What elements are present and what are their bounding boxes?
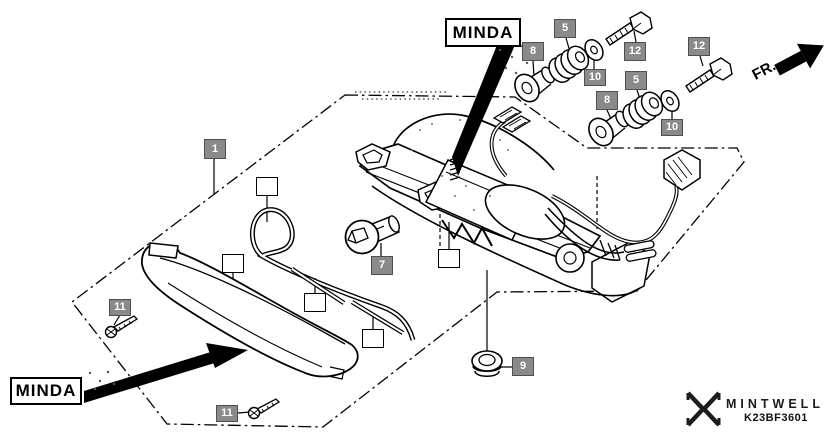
minda-arrow-bottom [84,343,248,403]
callout-11-screw-b[interactable]: 11 [216,405,238,422]
callout-8-collar-a[interactable]: 8 [522,42,544,61]
brand-name: MINTWELL [726,397,824,411]
unlabeled-callout-strip-b[interactable] [362,329,384,348]
callout-12-bolt-b[interactable]: 12 [688,37,710,56]
taillight-body-drawing [355,106,701,303]
sparkle-dots-bottom [88,370,116,391]
unlabeled-callout-lens-edge[interactable] [222,254,244,273]
screw-lower-drawing [247,398,281,420]
callout-7-bulb[interactable]: 7 [371,256,393,275]
callout-8-collar-b[interactable]: 8 [596,91,618,110]
callout-10-washer-b[interactable]: 10 [661,119,683,136]
fr-arrow-icon [774,43,824,76]
taillight-lens-drawing [140,242,359,380]
mounting-cushion-drawing [471,350,503,377]
mintwell-logo-icon [686,391,721,427]
fastener-set-a-drawing [514,11,653,103]
unlabeled-callout-body[interactable] [438,249,460,268]
callout-10-washer-a[interactable]: 10 [584,69,606,86]
sparkle-dots-top [498,44,529,75]
screw-upper-drawing [104,315,139,339]
speckle-row [355,91,448,100]
minda-label-bottom: MINDA [10,377,82,405]
figure-code: K23BF3601 [744,412,808,424]
unlabeled-callout-seal-loop[interactable] [256,177,278,196]
callout-1-assembly[interactable]: 1 [204,139,226,159]
minda-arrow-top [452,44,529,176]
callout-11-screw-a[interactable]: 11 [109,299,131,316]
callout-12-bolt-a[interactable]: 12 [624,42,646,61]
callout-5-grommet-a[interactable]: 5 [554,19,576,38]
minda-label-top: MINDA [445,18,521,47]
fastener-set-b-drawing [588,57,733,147]
callout-9-cushion[interactable]: 9 [512,357,534,376]
unlabeled-callout-strip-a[interactable] [304,293,326,312]
callout-5-grommet-b[interactable]: 5 [625,71,647,90]
seal-strips-drawing [250,207,416,341]
bulb-drawing [344,215,400,255]
